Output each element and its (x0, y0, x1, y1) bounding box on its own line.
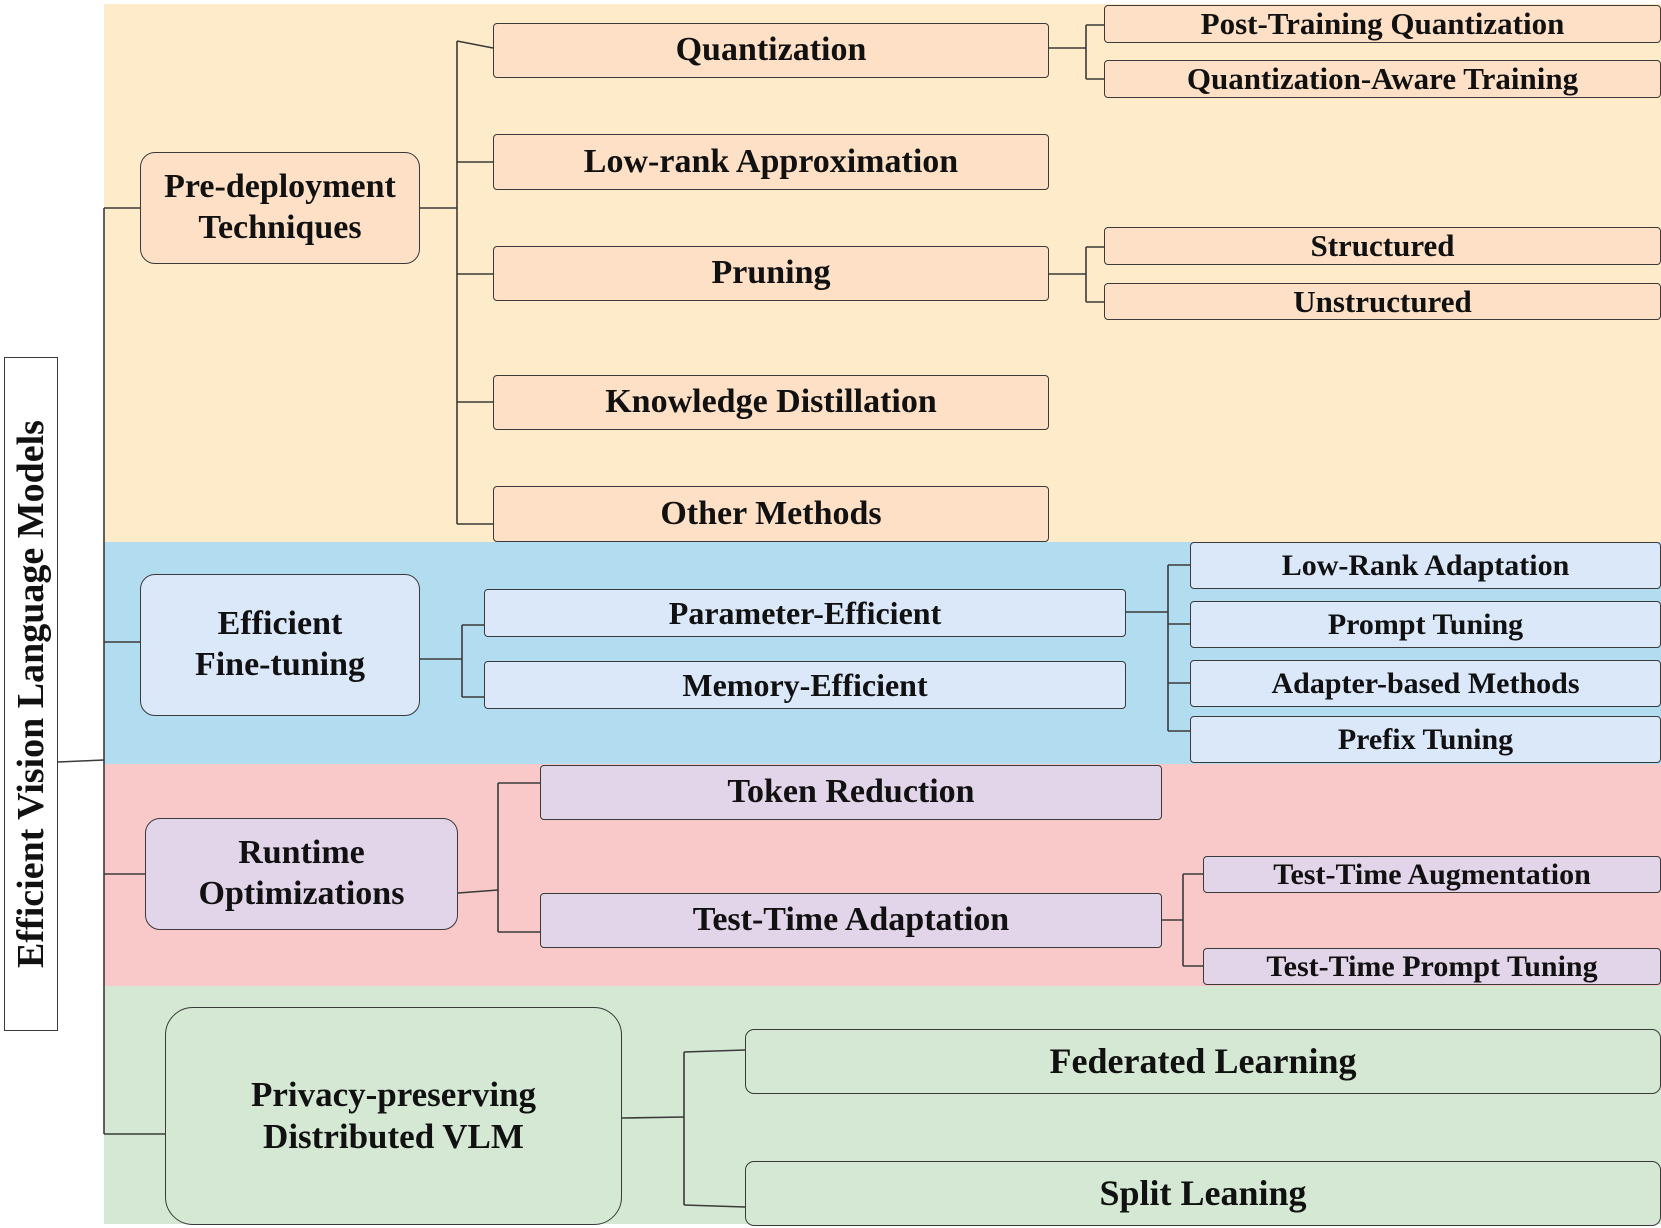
test-time-adaptation-node: Test-Time Adaptation (540, 893, 1162, 948)
privacy-title-line1: Privacy-preserving (250, 1075, 537, 1114)
privacy-preserving-node: Privacy-preserving Distributed VLM (165, 1007, 622, 1225)
memory-efficient-node: Memory-Efficient (484, 661, 1126, 709)
token-reduction-node: Token Reduction (540, 765, 1162, 820)
pre-deployment-title-line2: Techniques (198, 209, 362, 246)
pre-deployment-title-line1: Pre-deployment (164, 168, 396, 206)
knowledge-distillation-node: Knowledge Distillation (493, 375, 1049, 430)
pre-deployment-node: Pre-deployment Techniques (140, 152, 420, 264)
quantization-aware-training-node: Quantization-Aware Training (1104, 60, 1661, 98)
structured-pruning-node: Structured (1104, 227, 1661, 265)
root-label: Efficient Vision Language Models (10, 420, 52, 968)
federated-learning-node: Federated Learning (745, 1029, 1661, 1094)
fine-tuning-title-line1: Efficient (217, 605, 343, 643)
split-learning-node: Split Leaning (745, 1161, 1661, 1226)
adapter-based-methods-node: Adapter-based Methods (1190, 660, 1661, 707)
fine-tuning-title-line2: Fine-tuning (194, 646, 366, 683)
root-node: Efficient Vision Language Models (4, 357, 58, 1031)
test-time-prompt-tuning-node: Test-Time Prompt Tuning (1203, 948, 1661, 985)
unstructured-pruning-node: Unstructured (1104, 283, 1661, 320)
efficient-fine-tuning-node: Efficient Fine-tuning (140, 574, 420, 716)
post-training-quantization-node: Post-Training Quantization (1104, 5, 1661, 43)
parameter-efficient-node: Parameter-Efficient (484, 589, 1126, 637)
runtime-title-line2: Optimizations (198, 875, 405, 912)
privacy-title-line2: Distributed VLM (263, 1117, 524, 1156)
prompt-tuning-node: Prompt Tuning (1190, 601, 1661, 648)
runtime-optimizations-node: Runtime Optimizations (145, 818, 458, 930)
low-rank-approximation-node: Low-rank Approximation (493, 134, 1049, 190)
low-rank-adaptation-node: Low-Rank Adaptation (1190, 542, 1661, 589)
pruning-node: Pruning (493, 246, 1049, 301)
runtime-title-line1: Runtime (238, 834, 365, 872)
other-methods-node: Other Methods (493, 486, 1049, 542)
prefix-tuning-node: Prefix Tuning (1190, 716, 1661, 763)
test-time-augmentation-node: Test-Time Augmentation (1203, 856, 1661, 893)
quantization-node: Quantization (493, 23, 1049, 78)
